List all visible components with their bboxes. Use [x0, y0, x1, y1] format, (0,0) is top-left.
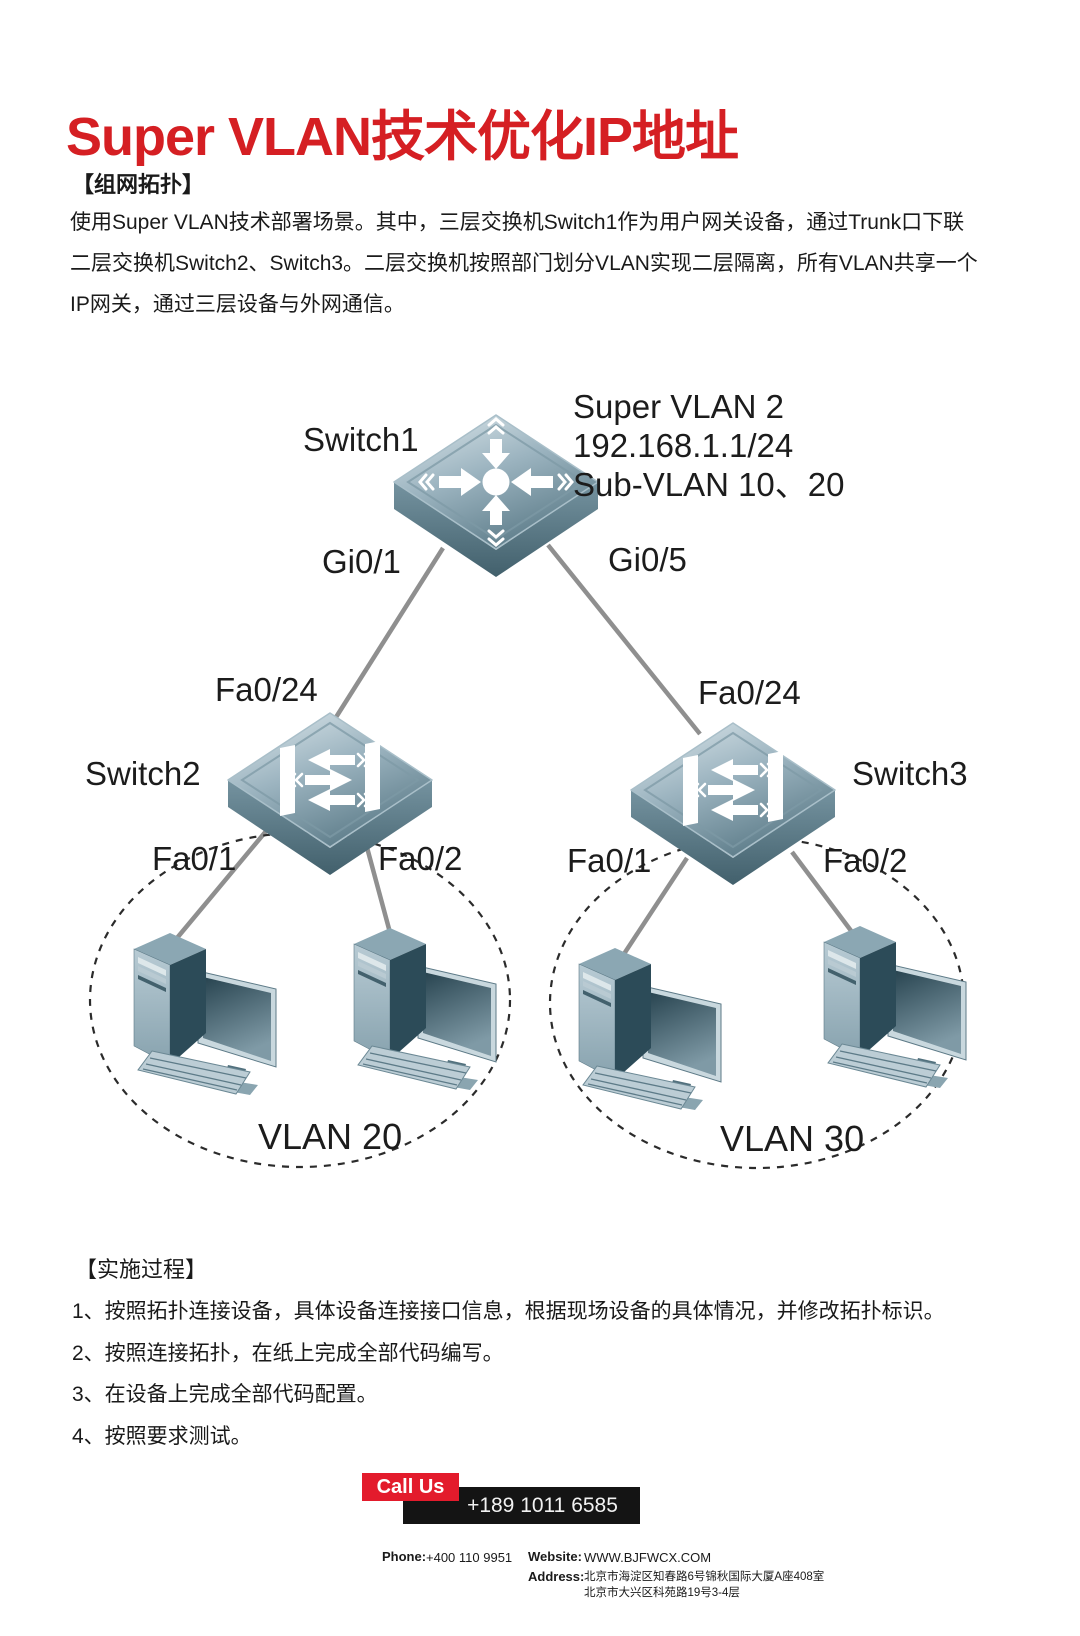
address-line: 北京市海淀区知春路6号锦秋国际大厦A座408室	[584, 1571, 825, 1583]
link-lines	[170, 543, 860, 962]
hotline-banner: +189 1011 6585	[403, 1487, 640, 1524]
topology-section-heading: 【组网拓扑】	[72, 172, 205, 197]
topology-paragraph-line: 使用Super VLAN技术部署场景。其中，三层交换机Switch1作为用户网关…	[70, 211, 965, 234]
switch1-label: Switch1	[303, 421, 419, 458]
desktop-pc-icon	[133, 932, 277, 1096]
phone-label: Phone:	[382, 1549, 427, 1564]
switch2-label: Switch2	[85, 755, 201, 792]
process-step: 4、按照要求测试。	[72, 1425, 252, 1448]
port-label-fa0-1-right: Fa0/1	[567, 842, 652, 879]
sub-vlan-line: Sub-VLAN 10、20	[573, 466, 845, 503]
address-label: Address:	[528, 1569, 585, 1584]
address-line: 北京市大兴区科苑路19号3-4层	[584, 1587, 740, 1599]
topology-paragraph-line: 二层交换机Switch2、Switch3。二层交换机按照部门划分VLAN实现二层…	[70, 252, 978, 275]
super-vlan-line: Super VLAN 2	[573, 388, 784, 425]
desktop-pc-icon	[578, 947, 722, 1111]
layer2-switch-icon	[629, 721, 837, 887]
port-label-gi0-5: Gi0/5	[608, 541, 687, 578]
layer3-switch-icon	[392, 413, 600, 579]
port-label-fa0-1-left: Fa0/1	[152, 840, 237, 877]
desktop-pc-icon	[823, 925, 967, 1089]
desktop-pc-icon	[353, 927, 497, 1091]
vlan30-label: VLAN 30	[720, 1118, 865, 1159]
port-label-fa0-2-left: Fa0/2	[378, 840, 463, 877]
topology-paragraph-line: IP网关，通过三层设备与外网通信。	[70, 293, 405, 316]
hotline-number: +189 1011 6585	[467, 1494, 618, 1517]
page-title: Super VLAN技术优化IP地址	[66, 107, 739, 168]
website-value: WWW.BJFWCX.COM	[584, 1550, 712, 1565]
process-section-heading: 【实施过程】	[75, 1257, 208, 1282]
phone-value: +400 110 9951	[426, 1550, 513, 1565]
gateway-ip-line: 192.168.1.1/24	[573, 427, 794, 464]
website-label: Website:	[528, 1549, 582, 1564]
port-label-fa0-24-right: Fa0/24	[698, 674, 801, 711]
switch1-info: Super VLAN 2 192.168.1.1/24 Sub-VLAN 10、…	[573, 387, 845, 504]
port-label-fa0-24-left: Fa0/24	[215, 671, 318, 708]
process-step: 2、按照连接拓扑，在纸上完成全部代码编写。	[72, 1342, 504, 1365]
switch3-label: Switch3	[852, 755, 968, 792]
process-step: 1、按照拓扑连接设备，具体设备连接接口信息，根据现场设备的具体情况，并修改拓扑标…	[72, 1300, 945, 1323]
vlan20-label: VLAN 20	[258, 1116, 403, 1157]
call-us-button[interactable]: Call Us	[362, 1473, 459, 1501]
port-label-fa0-2-right: Fa0/2	[823, 842, 908, 879]
process-step: 3、在设备上完成全部代码配置。	[72, 1383, 378, 1406]
port-label-gi0-1: Gi0/1	[322, 543, 401, 580]
